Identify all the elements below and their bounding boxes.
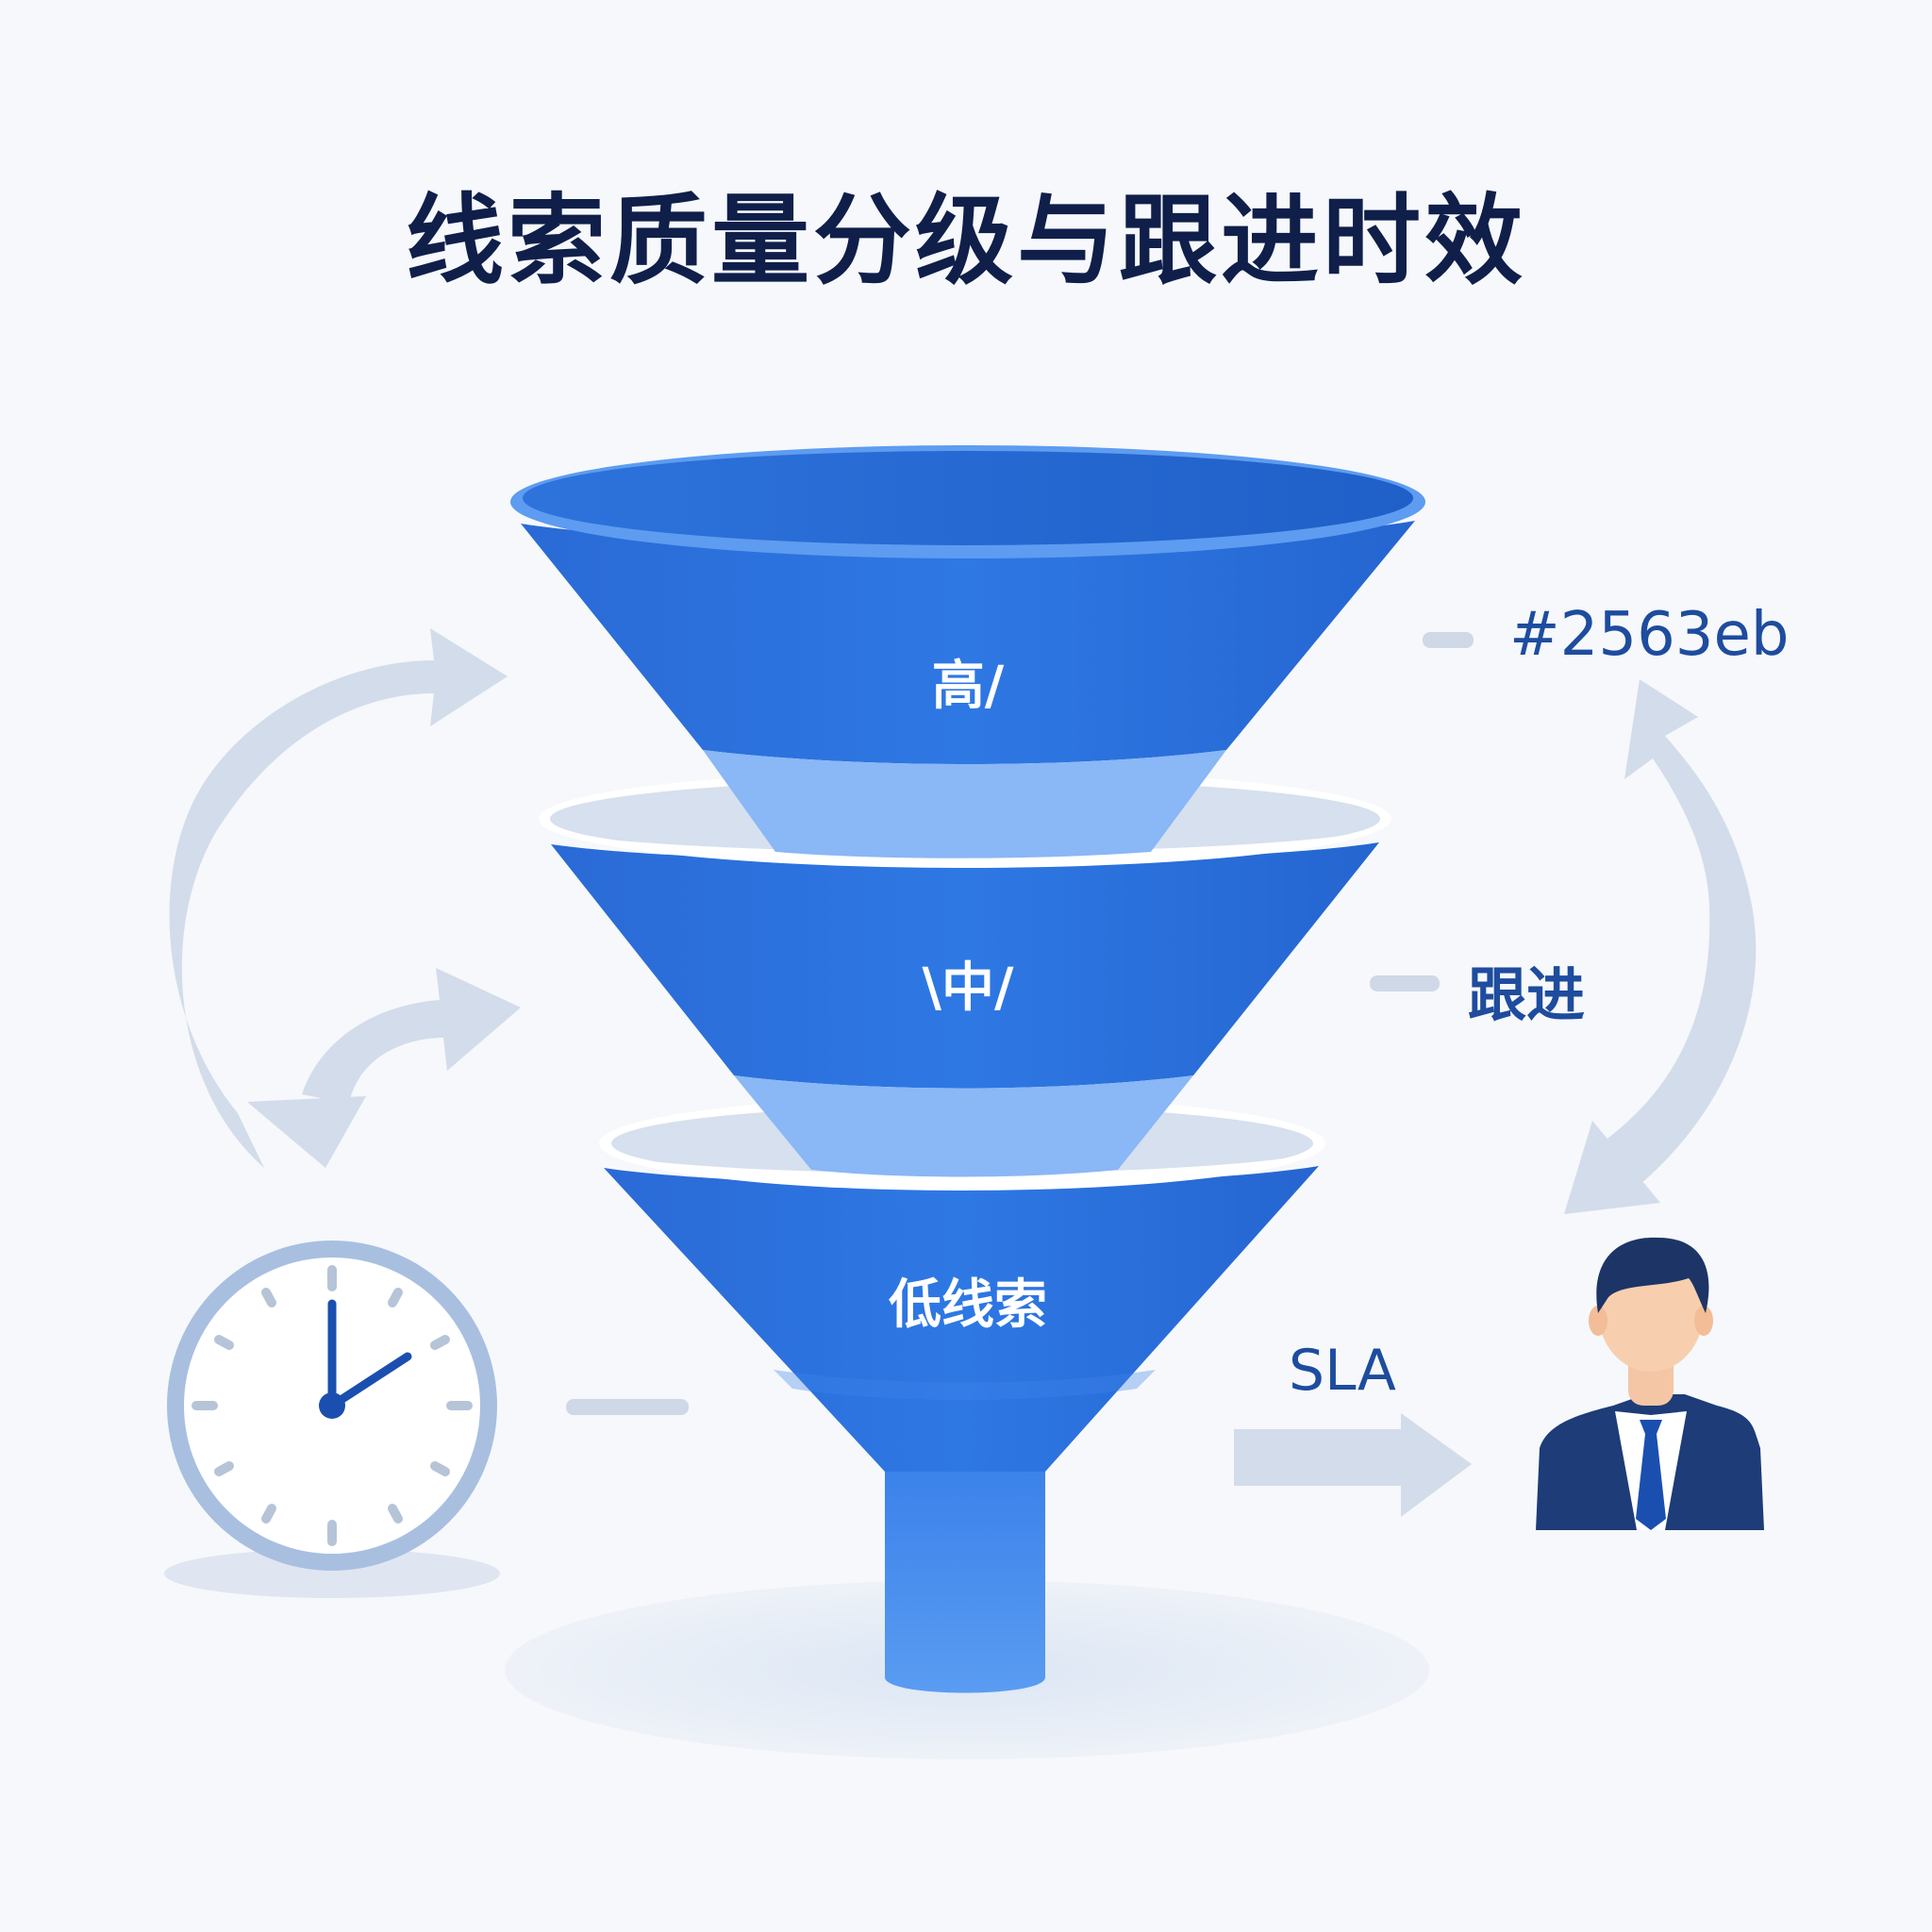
- clock-icon: [167, 1241, 497, 1571]
- funnel-tier-high-label: 高/: [931, 656, 1005, 717]
- cycle-arrows-icon: [1564, 679, 1757, 1214]
- funnel-tier-low: [604, 1166, 1319, 1472]
- businessman-icon: [1536, 1237, 1764, 1530]
- funnel-tier-high: [521, 521, 1415, 764]
- sla-label: SLA: [1289, 1338, 1396, 1404]
- right-arrow-icon: [1234, 1413, 1472, 1517]
- follow-up-label: 跟进: [1468, 960, 1586, 1029]
- connector-dash: [1423, 632, 1474, 648]
- funnel-tier-low-label: 低线索: [889, 1274, 1047, 1336]
- connector-dash: [566, 1399, 689, 1415]
- page-title: 线索质量分级与跟进时效: [405, 183, 1526, 298]
- clock-shadow: [164, 1549, 500, 1598]
- funnel-spout: [885, 1472, 1045, 1693]
- connector-dash: [1370, 975, 1440, 991]
- funnel-tier-mid-label: \中/: [922, 958, 1014, 1019]
- funnel-tier-mid: [551, 842, 1379, 1089]
- color-code-label: #2563eb: [1509, 600, 1790, 670]
- funnel: [510, 445, 1425, 1693]
- cycle-arrows-icon: [169, 628, 521, 1168]
